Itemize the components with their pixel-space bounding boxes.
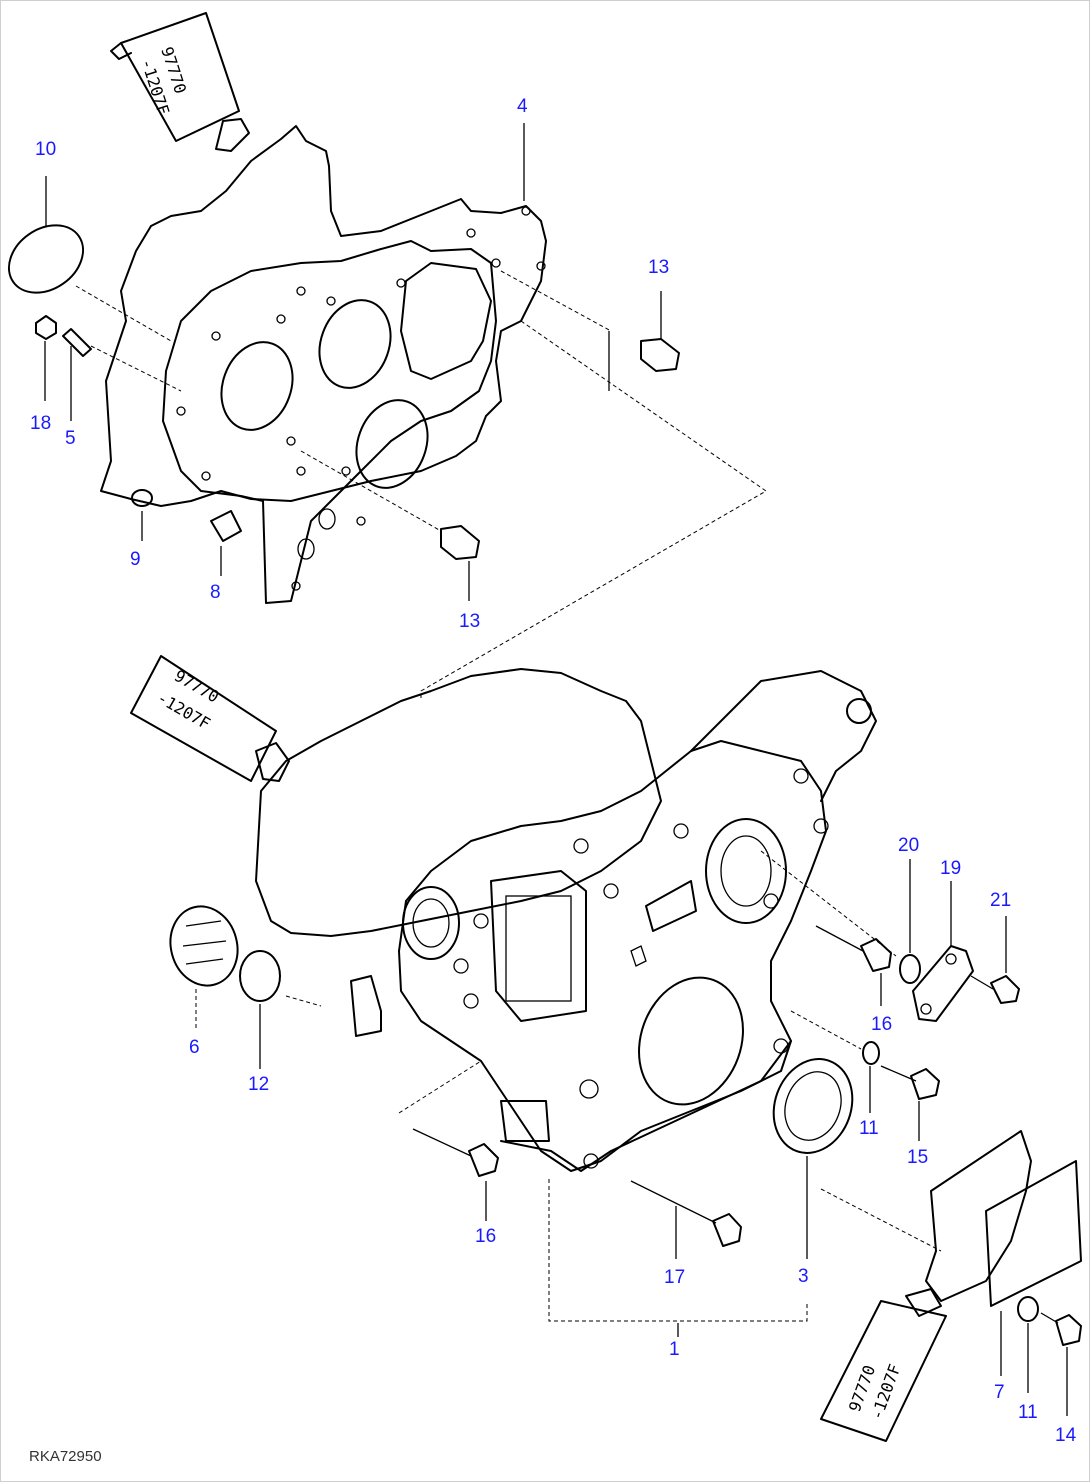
gear-case bbox=[350, 670, 877, 1172]
cap-6 bbox=[169, 905, 239, 1031]
sealant-tube-mid: 97770 -1207F bbox=[130, 655, 290, 782]
bolt-16-lower bbox=[398, 1060, 499, 1221]
callout-8: 8 bbox=[210, 582, 221, 603]
bolt-14 bbox=[1040, 1312, 1082, 1416]
front-plate bbox=[162, 206, 546, 604]
callout-20: 20 bbox=[898, 835, 919, 856]
callout-6: 6 bbox=[189, 1037, 200, 1058]
callout-10: 10 bbox=[35, 139, 56, 160]
callout-1: 1 bbox=[669, 1339, 680, 1360]
bracket-assy-1 bbox=[548, 1179, 808, 1322]
bolt-13-top bbox=[500, 270, 680, 391]
o-ring-10 bbox=[7, 176, 85, 294]
callout-5: 5 bbox=[65, 428, 76, 449]
callout-19: 19 bbox=[940, 858, 961, 879]
callout-14: 14 bbox=[1055, 1425, 1077, 1446]
oil-seal-3 bbox=[772, 1058, 854, 1259]
callout-11: 11 bbox=[859, 1118, 879, 1139]
washer-11 bbox=[790, 1010, 880, 1113]
callout-12: 12 bbox=[248, 1074, 269, 1095]
callout-3: 3 bbox=[798, 1266, 809, 1287]
bolt-13-mid bbox=[300, 450, 480, 601]
callout-16-lower: 16 bbox=[475, 1226, 496, 1247]
o-ring-9 bbox=[131, 489, 153, 541]
bolt-16-right bbox=[815, 925, 892, 1006]
callout-18: 18 bbox=[30, 413, 51, 434]
gasket-lower bbox=[255, 668, 662, 937]
nut-18 bbox=[35, 315, 57, 401]
callout-17: 17 bbox=[664, 1267, 685, 1288]
alignment-line-upper bbox=[420, 320, 767, 701]
callout-7: 7 bbox=[994, 1382, 1005, 1403]
bolt-17 bbox=[630, 1180, 742, 1259]
callout-15: 15 bbox=[907, 1147, 928, 1168]
cover-19 bbox=[912, 881, 974, 1022]
bolt-15 bbox=[880, 1065, 940, 1141]
dowel-8 bbox=[210, 510, 242, 576]
gasket-upper bbox=[100, 125, 547, 507]
callout-13-mid: 13 bbox=[459, 611, 480, 632]
sealant-tube-top: 97770 -1207F bbox=[110, 12, 250, 152]
callout-16-right: 16 bbox=[871, 1014, 892, 1035]
o-ring-12 bbox=[239, 950, 322, 1069]
callout-21: 21 bbox=[990, 890, 1011, 911]
reference-code: RKA72950 bbox=[29, 1448, 102, 1465]
callout-11-lower: 11 bbox=[1018, 1402, 1038, 1423]
sealant-tube-bottom: 97770 -1207F bbox=[820, 1288, 947, 1442]
cover-7 bbox=[820, 1130, 1082, 1376]
callout-4: 4 bbox=[517, 96, 528, 117]
stud-5 bbox=[62, 285, 182, 421]
bolt-21 bbox=[970, 916, 1020, 1004]
callout-9: 9 bbox=[130, 549, 141, 570]
callout-13-top: 13 bbox=[648, 257, 669, 278]
washer-11-lower bbox=[1017, 1296, 1039, 1393]
o-ring-20 bbox=[760, 850, 921, 984]
